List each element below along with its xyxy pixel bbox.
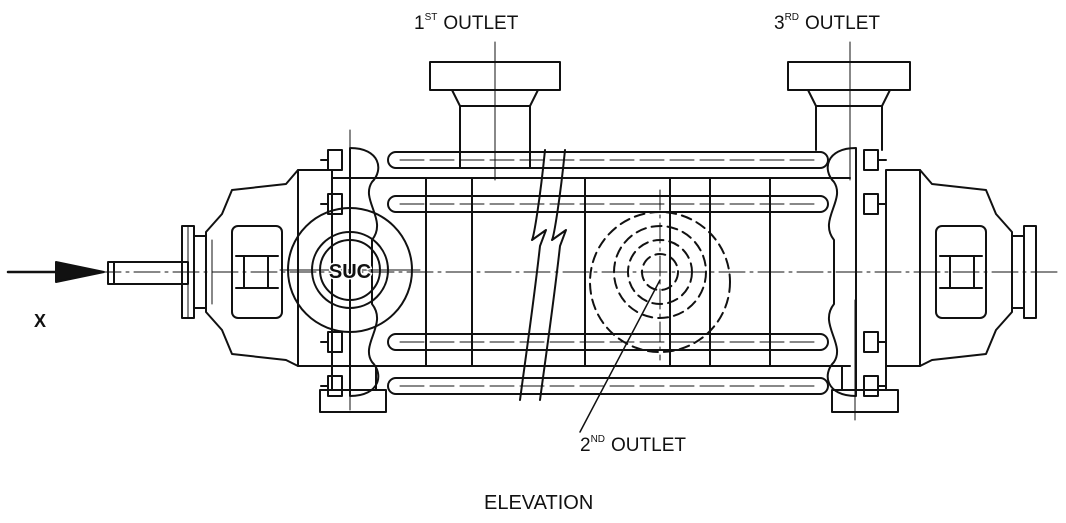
outlet-3-number: 3 xyxy=(774,13,785,34)
outlet-1-label: 1ST OUTLET xyxy=(414,12,519,34)
outlet-3-text: OUTLET xyxy=(805,13,880,34)
outlet-2-suffix: ND xyxy=(590,434,606,445)
outlet-2-number: 2 xyxy=(580,435,591,456)
bearing-housing-left xyxy=(205,169,299,367)
suction-nozzle xyxy=(279,129,421,411)
outlet-2-text: OUTLET xyxy=(611,435,686,456)
stage-disc-right xyxy=(826,147,857,397)
elevation-caption: ELEVATION xyxy=(484,492,594,514)
outlet-3-nozzle xyxy=(787,41,911,181)
stage-disc-left xyxy=(349,147,380,397)
coupling-left xyxy=(181,225,207,319)
coupling-right xyxy=(1011,225,1037,319)
nuts-left xyxy=(320,149,343,397)
view-arrow-label: X xyxy=(34,311,47,331)
outlet-1-number: 1 xyxy=(414,13,425,34)
outlet-3-suffix: RD xyxy=(784,12,800,23)
outlet-1-text: OUTLET xyxy=(443,13,519,34)
shaft-left xyxy=(107,261,189,285)
suction-label: SUC xyxy=(329,261,371,283)
view-arrow xyxy=(6,261,105,283)
outlet-1-suffix: ST xyxy=(424,12,438,23)
break-lines xyxy=(519,149,567,401)
outlet-2-leader xyxy=(579,279,661,433)
outlet-3-label: 3RD OUTLET xyxy=(774,12,880,34)
outlet-1-nozzle xyxy=(429,41,561,181)
nuts-right xyxy=(854,149,887,421)
bearing-housing-right xyxy=(919,169,1013,367)
tie-rods xyxy=(387,151,829,395)
outlet-2-label: 2ND OUTLET xyxy=(580,434,686,456)
